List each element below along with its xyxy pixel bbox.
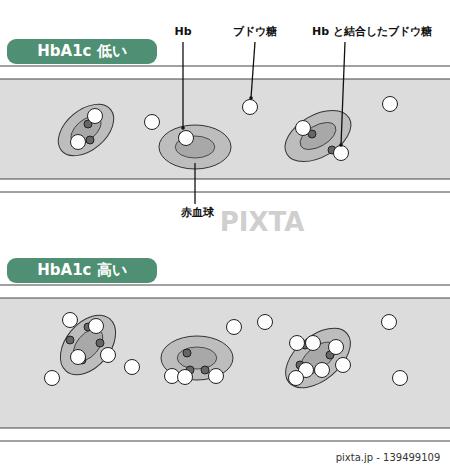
glucose — [88, 109, 103, 124]
red-blood-cell — [276, 100, 359, 172]
glucose — [71, 135, 86, 150]
glucose — [296, 121, 311, 136]
hemoglobin — [96, 339, 104, 347]
glucose — [179, 131, 194, 146]
callout-label: Hb と結合したブドウ糖 — [312, 25, 432, 38]
glucose — [393, 371, 408, 386]
cell-center — [296, 117, 341, 155]
hemoglobin — [66, 336, 74, 344]
cell-outline — [49, 94, 124, 166]
heading-text: HbA1c 高い — [37, 261, 126, 280]
glucose — [45, 371, 60, 386]
red-blood-cell — [275, 317, 362, 400]
cell-center — [177, 347, 217, 369]
glucose — [101, 348, 116, 363]
callout-label: Hb — [174, 25, 191, 38]
glucose — [306, 336, 321, 351]
heading-text: HbA1c 低い — [37, 42, 126, 61]
glucose — [209, 369, 224, 384]
glucose — [227, 320, 242, 335]
red-blood-cell — [49, 94, 124, 166]
blood-vessel — [0, 285, 450, 441]
hemoglobin — [86, 136, 94, 144]
heading-badge: HbA1c 高い — [7, 258, 157, 283]
red-blood-cell — [159, 125, 231, 169]
hemoglobin — [201, 366, 209, 374]
glucose — [145, 115, 160, 130]
leader-dot — [249, 96, 253, 100]
vessel-wall — [0, 66, 450, 192]
vessel-lumen — [0, 79, 450, 179]
glucose — [89, 319, 104, 334]
leader-line — [341, 42, 345, 145]
glucose — [315, 363, 330, 378]
cell-outline — [159, 125, 231, 169]
glucose — [125, 360, 140, 375]
vessel-lumen — [0, 298, 450, 428]
glucose — [71, 350, 86, 365]
glucose — [178, 370, 193, 385]
cell-outline — [49, 305, 126, 385]
callout-label: 赤血球 — [181, 206, 214, 219]
leader-line — [194, 163, 195, 204]
glucose — [383, 97, 398, 112]
glucose — [63, 313, 78, 328]
glucose — [290, 336, 305, 351]
credit-note: pixta.jp - 139499109 — [336, 452, 441, 464]
glucose — [382, 315, 397, 330]
cell-outline — [276, 100, 359, 172]
leader-dot — [181, 126, 185, 130]
glucose — [258, 315, 273, 330]
heading-badge: HbA1c 低い — [7, 39, 157, 64]
glucose — [289, 371, 304, 386]
hemoglobin — [183, 349, 191, 357]
callout-label: ブドウ糖 — [233, 25, 277, 38]
leader-line — [182, 42, 183, 128]
leader-dot — [339, 143, 343, 147]
vessel-wall — [0, 285, 450, 441]
glucose — [334, 146, 349, 161]
leader-line — [251, 42, 255, 98]
watermark: PIXTA — [220, 207, 305, 238]
glucose — [243, 100, 258, 115]
cell-outline — [275, 317, 362, 400]
glucose — [329, 340, 344, 355]
red-blood-cell — [49, 305, 126, 385]
glucose — [336, 358, 351, 373]
blood-vessel — [0, 66, 450, 192]
